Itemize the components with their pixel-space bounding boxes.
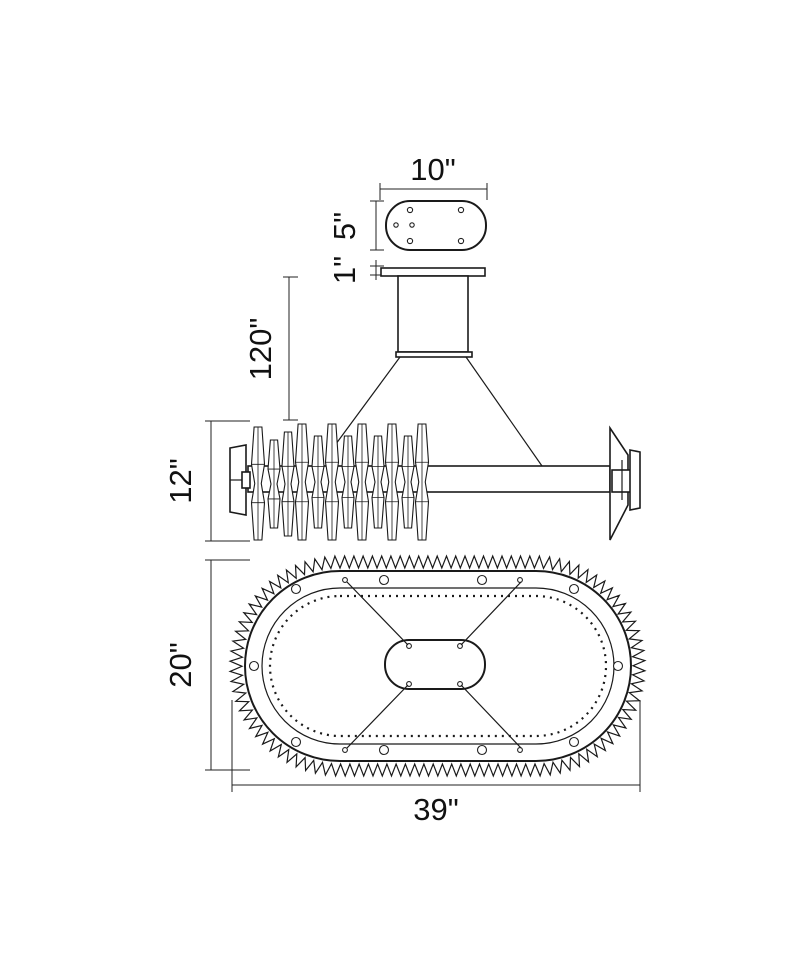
crystal-prism-facets [295, 424, 309, 540]
label-canopy-depth: 5" [327, 212, 362, 240]
ring-light-sockets [248, 574, 624, 756]
crystal-prism-facets [325, 424, 339, 540]
crystal-prism-facets [355, 424, 369, 540]
label-canopy-width: 10" [410, 152, 456, 187]
crystal-prism-facets [342, 436, 354, 528]
label-chain-length: 120" [243, 318, 278, 381]
canopy-top-view [385, 200, 487, 251]
crystal-ring-outline [228, 554, 647, 778]
label-canopy-height: 1" [327, 256, 362, 284]
crystal-prism-facets [251, 427, 265, 540]
crystal-prisms [250, 423, 430, 541]
label-body-depth: 20" [163, 642, 198, 688]
crystal-prism-facets [415, 424, 429, 540]
label-body-height: 12" [163, 458, 198, 504]
dimension-chain-length: 120" [243, 276, 298, 421]
dimension-body-width: 39" [231, 700, 641, 827]
bottom-view [228, 554, 647, 778]
side-view [229, 267, 641, 541]
dimension-canopy-height: 1" [327, 256, 384, 284]
label-body-width: 39" [413, 792, 459, 827]
crystal-prism-facets [268, 440, 280, 528]
dimension-canopy-depth: 5" [327, 200, 384, 251]
dimension-body-depth: 20" [163, 559, 250, 771]
crystal-prism-facets [372, 436, 384, 528]
crystal-prism-facets [282, 432, 294, 536]
dimension-canopy-width: 10" [379, 152, 488, 200]
crystal-prism-facets [385, 424, 399, 540]
dimension-body-height: 12" [163, 420, 250, 542]
crystal-prism-facets [312, 436, 324, 528]
crystal-prism-facets [402, 436, 414, 528]
